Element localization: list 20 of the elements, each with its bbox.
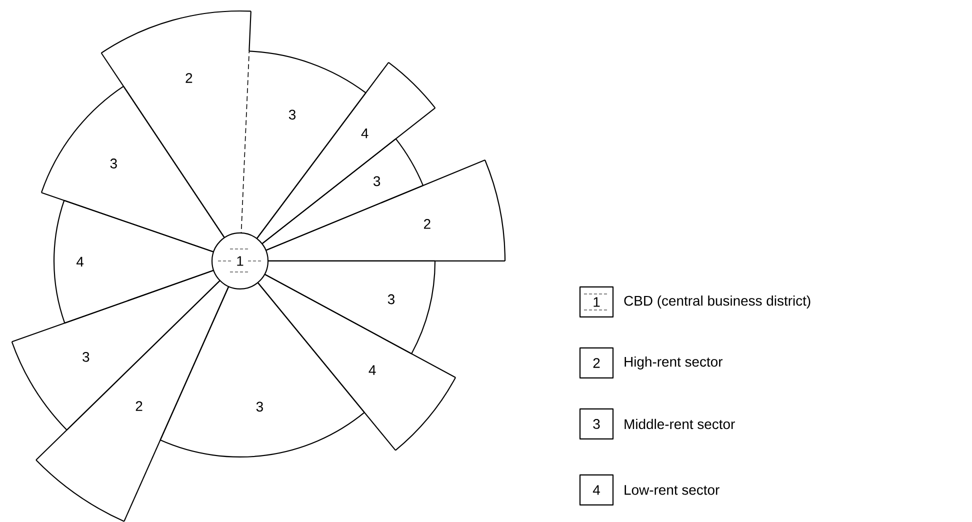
sector-number: 4 (76, 256, 84, 266)
sector-number: 3 (110, 158, 117, 168)
sector-number: 3 (374, 176, 380, 186)
sector-number: 3 (288, 110, 296, 120)
legend-text: Middle-rent sector (624, 418, 735, 430)
legend-sample: 3 (579, 408, 614, 440)
sector-number: 2 (186, 73, 192, 83)
legend-sample: 4 (579, 474, 614, 506)
sector-number: 2 (136, 401, 142, 411)
legend-text: CBD (central business district) (624, 295, 810, 308)
sector-number: 3 (82, 352, 90, 362)
sector-number: 2 (424, 219, 430, 229)
legend-sample: 2 (579, 347, 614, 379)
sector-number: 4 (368, 365, 376, 375)
sector-number: 3 (388, 294, 394, 304)
sector-number: 3 (256, 402, 263, 412)
sector-number: 4 (361, 128, 368, 138)
legend-sample: 1 (579, 286, 614, 318)
legend-text: High-rent sector (624, 356, 723, 370)
legend-text: Low-rent sector (624, 485, 720, 495)
